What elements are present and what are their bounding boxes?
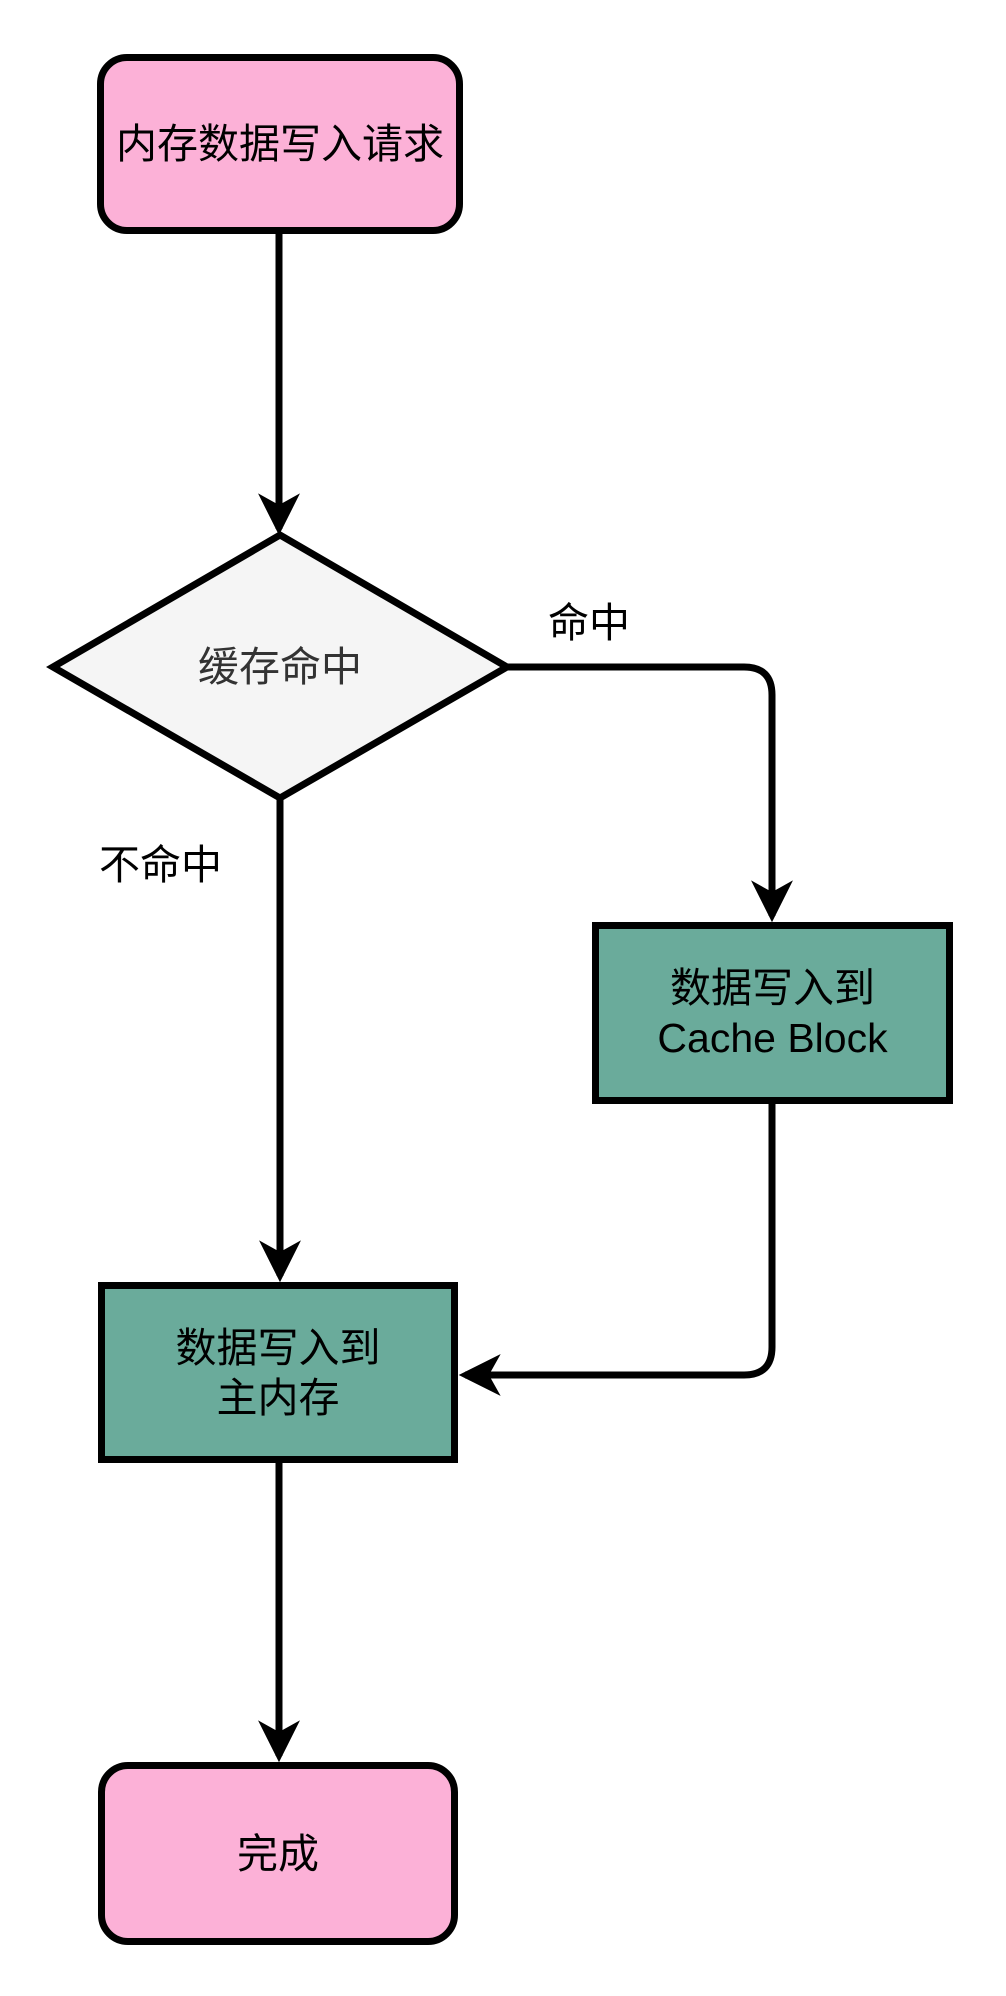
node-done-label: 完成 bbox=[237, 1830, 319, 1877]
node-start: 内存数据写入请求 bbox=[97, 54, 463, 234]
node-main-memory-label-line2: 主内存 bbox=[216, 1374, 340, 1421]
node-main-memory-label-line1: 数据写入到 bbox=[175, 1324, 381, 1371]
edge-label-miss: 不命中 bbox=[99, 842, 222, 888]
node-start-label: 内存数据写入请求 bbox=[116, 121, 444, 167]
decision-diamond-shape bbox=[46, 530, 514, 803]
node-cache-block-label-line1: 数据写入到 bbox=[670, 965, 875, 1011]
edge-decision-to-cacheblock bbox=[505, 663, 793, 923]
edge-cacheblock-to-mainmemory bbox=[458, 1104, 776, 1396]
node-done: 完成 bbox=[98, 1762, 458, 1945]
node-cache-block-label-line2: Cache Block bbox=[657, 1015, 888, 1061]
node-decision-label: 缓存命中 bbox=[198, 644, 362, 690]
node-cache-block: 数据写入到 Cache Block bbox=[592, 922, 953, 1104]
node-main-memory: 数据写入到 主内存 bbox=[98, 1282, 458, 1463]
edge-label-hit: 命中 bbox=[548, 600, 630, 646]
